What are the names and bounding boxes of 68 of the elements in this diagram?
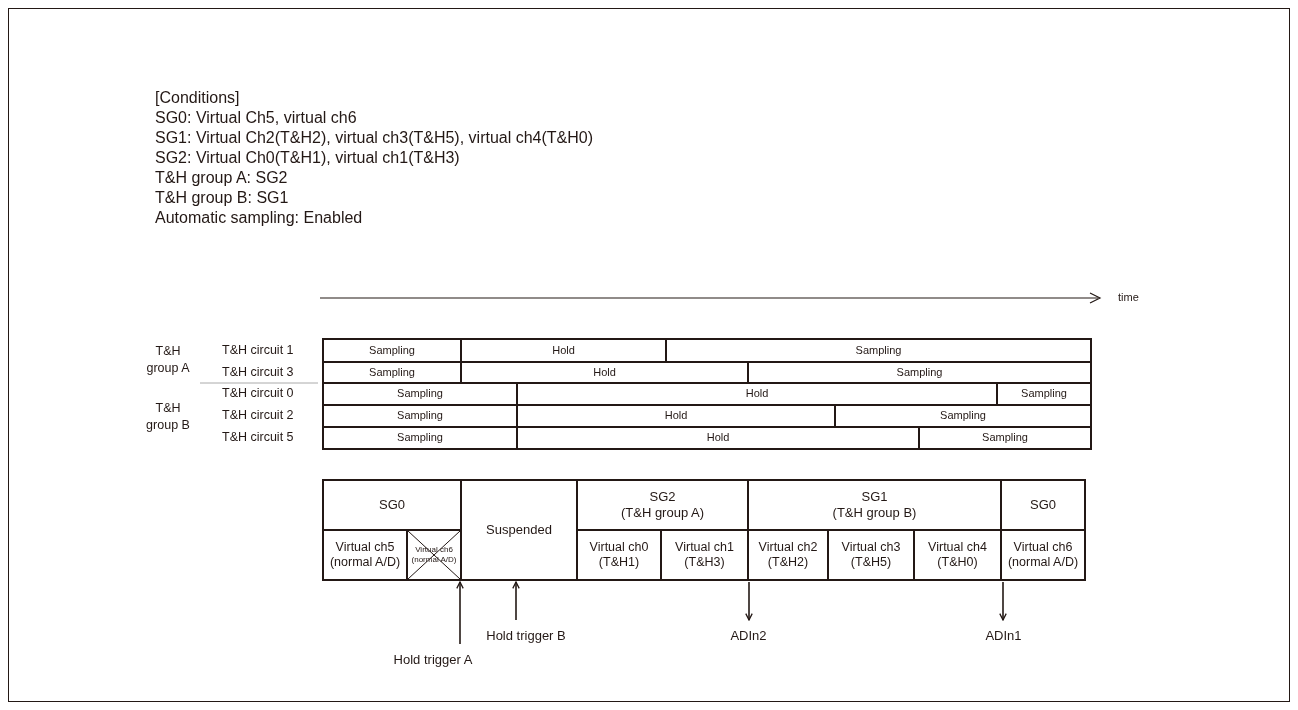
cell-text: Sampling <box>982 431 1028 445</box>
signal-label: Hold trigger B <box>480 626 572 646</box>
scan-slot-cell <box>322 479 462 531</box>
cell-text: Virtual ch0 <box>589 540 649 555</box>
timing-segment <box>918 426 1092 450</box>
trigger-arrow <box>999 581 1007 621</box>
condition-text: SG0: Virtual Ch5, virtual ch6 <box>155 109 357 127</box>
cell-text: Virtual ch3 <box>841 540 901 555</box>
scan-slot-cell <box>460 479 578 581</box>
cell-text: Sampling <box>369 343 415 358</box>
cell-text: SG0 <box>379 497 405 513</box>
cell-text: (T&H5) <box>850 555 892 570</box>
cell-text: Sampling <box>1021 387 1067 401</box>
cell-text: Suspended <box>486 522 552 538</box>
trigger-arrow <box>512 581 520 621</box>
cell-text: Sampling <box>397 431 443 445</box>
cell-text: Virtual ch6 <box>1013 540 1073 555</box>
axis-label: time <box>1118 291 1139 303</box>
cell-text: (T&H group A) <box>620 505 705 521</box>
cell-text: Sampling <box>855 343 902 358</box>
cell-text: (T&H group B) <box>832 505 917 521</box>
timing-segment <box>322 338 462 363</box>
scan-slot-cell <box>1000 529 1086 581</box>
cell-text: Hold <box>664 409 688 423</box>
cell-text: SG1 <box>861 489 888 505</box>
timing-segment <box>665 338 1092 363</box>
cell-text: Hold <box>552 343 575 358</box>
cell-text: Virtual ch5 <box>335 540 395 555</box>
cell-text: Hold <box>745 387 769 401</box>
signal-label: ADIn1 <box>980 626 1027 646</box>
trigger-arrow <box>745 581 753 621</box>
cell-text: Hold <box>593 365 616 380</box>
scan-slot-cell <box>1000 479 1086 531</box>
group-label: T&H group A <box>145 343 191 377</box>
circuit-label: T&H circuit 0 <box>222 386 294 400</box>
cell-text: Virtual ch4 <box>928 540 987 555</box>
circuit-label: T&H circuit 2 <box>222 408 294 422</box>
cell-text: (normal A/D) <box>329 555 401 570</box>
circuit-label: T&H circuit 5 <box>222 430 294 444</box>
circuit-label: T&H circuit 1 <box>222 343 294 357</box>
cell-text: (T&H1) <box>598 555 640 570</box>
cell-text: (T&H0) <box>937 555 978 570</box>
condition-text: [Conditions] <box>155 89 240 107</box>
signal-label: ADIn2 <box>725 626 772 646</box>
cell-text: Sampling <box>940 409 986 423</box>
signal-label: Hold trigger A <box>384 650 482 670</box>
cell-text: Sampling <box>896 365 943 380</box>
cell-text: Sampling <box>397 409 443 423</box>
condition-text: SG2: Virtual Ch0(T&H1), virtual ch1(T&H3) <box>155 149 460 167</box>
condition-text: T&H group A: SG2 <box>155 169 288 187</box>
cell-text: Virtual ch1 <box>675 540 734 555</box>
cell-text: (T&H2) <box>767 555 809 570</box>
timing-segment <box>322 426 518 450</box>
condition-text: T&H group B: SG1 <box>155 189 289 207</box>
cell-text: Virtual ch2 <box>758 540 818 555</box>
cell-text: Hold <box>706 431 730 445</box>
cell-text: (normal A/D) <box>1007 555 1079 570</box>
cell-text: Sampling <box>369 365 415 380</box>
condition-text: SG1: Virtual Ch2(T&H2), virtual ch3(T&H5), virtual ch4(T&H0) <box>155 129 594 147</box>
cell-text: SG0 <box>1030 497 1056 513</box>
cell-text: SG2 <box>649 489 676 505</box>
cell-text: Sampling <box>397 387 443 401</box>
group-label: T&H group B <box>145 400 191 434</box>
scan-slot-cell <box>322 529 408 581</box>
trigger-arrow <box>456 581 464 645</box>
circuit-label: T&H circuit 3 <box>222 365 294 379</box>
condition-text: Automatic sampling: Enabled <box>155 209 363 227</box>
cell-text: (T&H3) <box>684 555 725 570</box>
